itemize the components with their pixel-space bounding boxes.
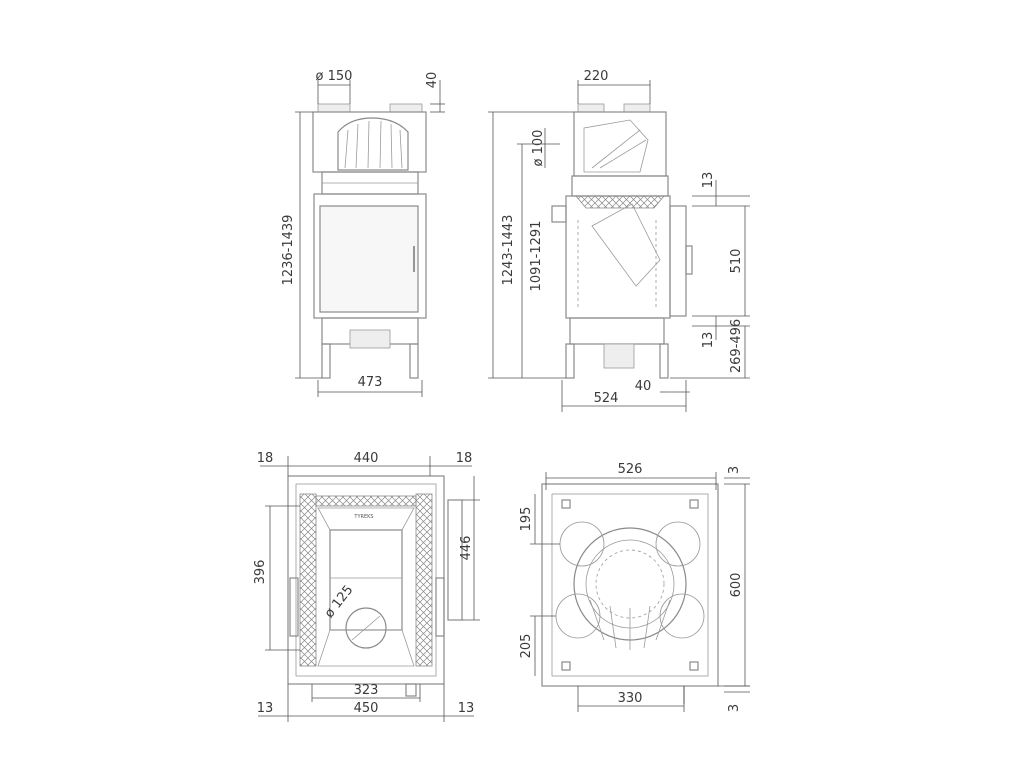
flue-hood [337,117,409,171]
dim-bottom-left: 13 [257,701,274,716]
dim-flue-diameter: ø 150 [316,69,353,84]
side-main-body [565,195,671,319]
dim-leg-offset: 40 [635,379,652,394]
dim-inner-height: 1091-1291 [529,221,544,292]
front-view: ø 150 40 1236-1439 473 [281,69,445,397]
front-upper-body [312,111,427,173]
top-view-right: 526 3 600 195 205 330 3 [519,462,750,712]
dim-total-height: 1236-1439 [281,215,296,286]
dim-bottom-offset: 205 [519,634,534,659]
dim-outer-width: 450 [354,701,379,716]
side-collar [571,175,669,197]
dim-gap-top: 13 [701,172,716,189]
dim-depth-right: 446 [459,536,474,561]
top-right-outer [541,483,719,687]
top-left-firebox [329,529,403,631]
side-flue-cap-right [623,103,651,113]
front-leg-right [409,343,419,379]
flue-cap-left [317,103,351,113]
dim-base-height: 269-496 [729,319,744,373]
front-door-glass [319,205,419,313]
dim-top-height: 40 [425,72,440,89]
dim-air-diameter: ø 100 [531,130,546,167]
dim-flue-width: 220 [584,69,609,84]
side-leg-right [659,343,669,379]
side-leg-left [565,343,575,379]
dim-gap-bottom: 13 [701,332,716,349]
ash-tray [349,329,391,349]
dim-depth: 524 [594,391,619,406]
dim-bottom-width: 330 [618,691,643,706]
side-view: 220 ø 100 1243-1443 1091-1291 13 510 13 … [488,69,750,412]
insulation-left [299,493,317,667]
dim-bottom-right: 13 [458,701,475,716]
dim-right-depth: 600 [729,573,744,598]
dim-right-margin: 18 [456,451,473,466]
svg-text:TYREKS: TYREKS [353,514,373,520]
dim-left-margin: 18 [257,451,274,466]
dim-width: 473 [358,375,383,390]
dim-top-offset: 195 [519,507,534,532]
top-view-left: TYREKS 18 440 18 446 396 ø 125 323 13 45… [253,451,480,722]
dim-inner-width: 440 [354,451,379,466]
side-baffle [591,203,661,287]
front-leg-left [321,343,331,379]
outlet-circle [345,607,387,649]
dim-door-height: 510 [729,249,744,274]
side-door-profile [669,205,687,317]
flue-cap-right [389,103,423,113]
dim-inner-bottom: 323 [354,683,379,698]
dim-side-total-height: 1243-1443 [501,215,516,286]
side-base-box [569,317,665,345]
dim-bottom-gap: 3 [727,704,742,712]
dim-depth-left: 396 [253,560,268,585]
dim-right-width: 526 [618,462,643,477]
side-flue-cap-left [577,103,605,113]
insulation-right [415,493,433,667]
dim-top-gap: 3 [727,466,742,474]
